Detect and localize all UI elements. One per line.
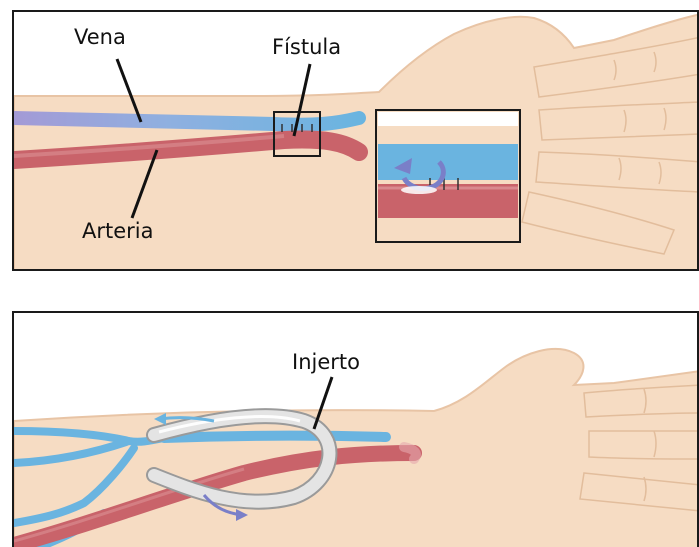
inset-vein — [378, 144, 518, 180]
fistula-diagram-panel: Vena Fístula Arteria — [12, 10, 699, 271]
zoom-inset — [376, 110, 520, 242]
finger-2 — [589, 431, 699, 459]
graft-label: Injerto — [292, 350, 360, 374]
vein — [14, 118, 359, 125]
fistula-label: Fístula — [272, 35, 341, 59]
fistula-illustration: Vena Fístula Arteria — [14, 12, 699, 271]
vein-label: Vena — [74, 25, 126, 49]
artery-label: Arteria — [82, 219, 154, 243]
graft-illustration: Injerto — [14, 313, 699, 547]
vein-main — [164, 436, 386, 438]
graft-diagram-panel: Injerto — [12, 311, 699, 547]
